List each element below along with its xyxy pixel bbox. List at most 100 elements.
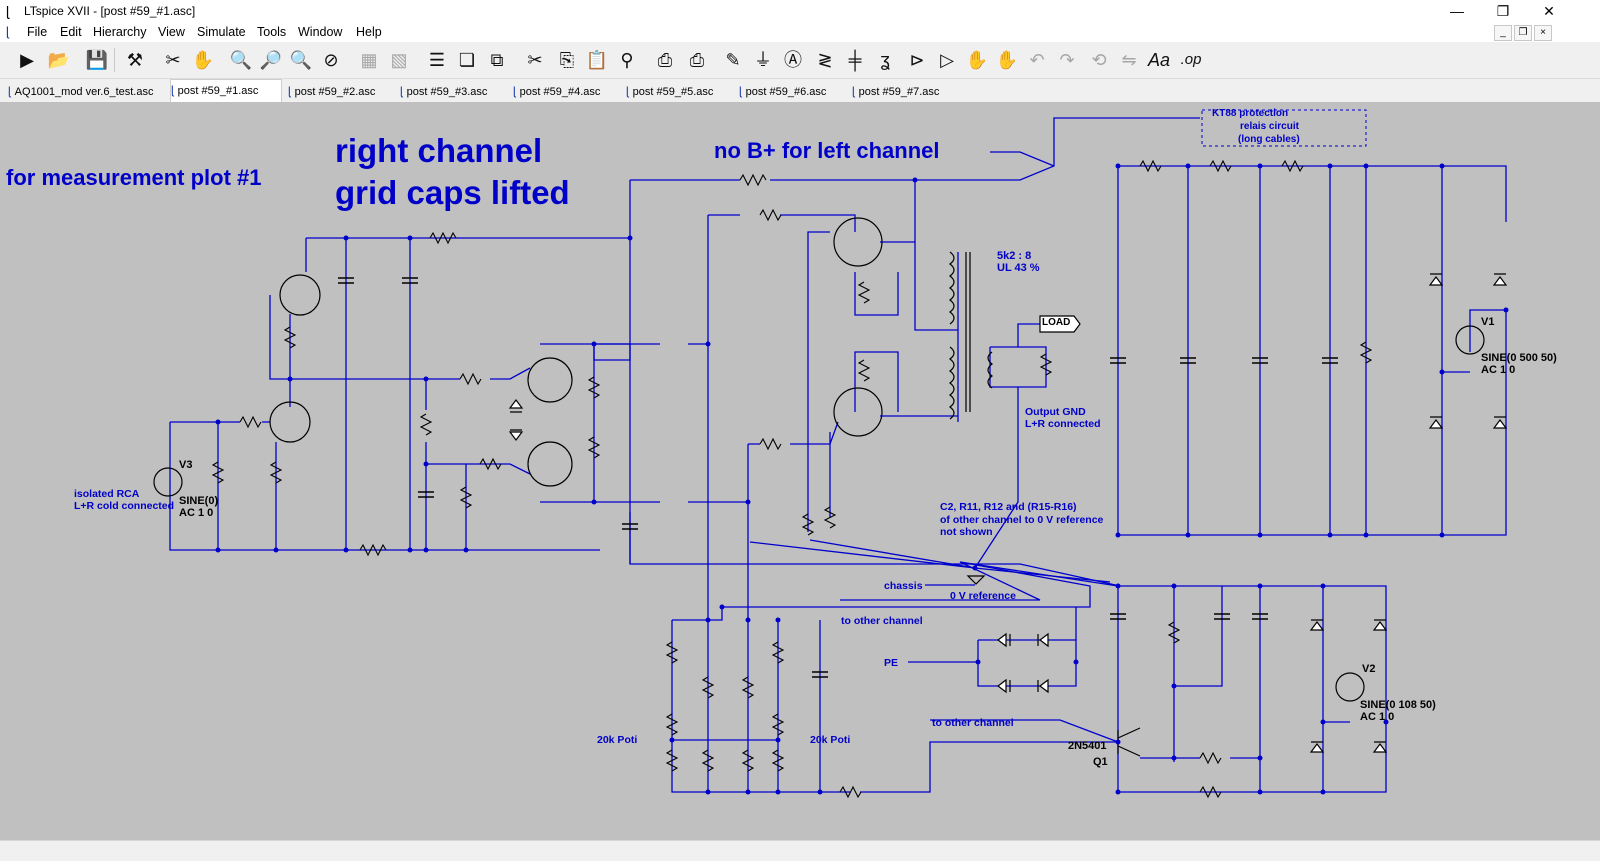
output-gnd-line1: Output GND [1025,406,1086,418]
menu-tools[interactable]: Tools [257,25,287,39]
menu-edit[interactable]: Edit [60,25,82,39]
zero-v-reference-label: 0 V reference [950,590,1016,602]
not-shown-line2: of other channel to 0 V reference [940,514,1104,526]
schematic-icon: ɭ [288,84,291,98]
resistor-icon[interactable]: ≷ [817,50,833,70]
find-icon[interactable]: ⚲ [620,50,634,70]
toolbar-separator [114,48,115,72]
paste-icon[interactable]: 📋 [585,50,609,70]
close-button[interactable]: ✕ [1543,3,1555,19]
q1-name: Q1 [1093,756,1108,768]
kt88-note-line2: relais circuit [1240,121,1299,132]
toolbar: ▶ 📂 💾 ⚒ ✂ ✋ 🔍 🔎 🔍 ⊘ ▦ ▧ ☰ ❏ ⧉ ✂ ⎘ 📋 ⚲ ⎙ … [0,42,1600,79]
redo-icon[interactable]: ↷ [1059,50,1075,70]
v2-ac: AC 1 0 [1360,711,1395,723]
output-gnd-line2: L+R connected [1025,418,1101,430]
v3-name: V3 [179,459,193,471]
kt88-note-line3: (long cables) [1238,134,1300,145]
tab-label: post #59_#6.asc [745,86,827,98]
cut-icon[interactable]: ✂ [527,50,543,70]
transformer-ratio: 5k2 : 8 [997,250,1032,262]
menu-view[interactable]: View [158,25,185,39]
schematic-canvas[interactable]: right channel grid caps lifted for measu… [0,102,1600,840]
poti-right-label: 20k Poti [810,734,851,746]
tab-label: post #59_#3.asc [406,86,488,98]
ground-icon[interactable]: ⏚ [754,50,772,70]
cascade-icon[interactable]: ❏ [458,50,476,70]
menu-window[interactable]: Window [298,25,343,39]
mirror-icon[interactable]: ⇋ [1121,50,1137,70]
menu-hierarchy[interactable]: Hierarchy [93,25,147,39]
poti-left-label: 20k Poti [597,734,638,746]
v3-value: SINE(0) [179,495,219,507]
zoom-area-icon[interactable]: 🔎 [259,50,283,70]
autorange-icon[interactable]: ▧ [390,50,408,70]
drag-icon[interactable]: ✋ [995,50,1019,70]
document-icon[interactable]: ɭ [6,24,9,39]
menu-help[interactable]: Help [356,25,382,39]
open-icon[interactable]: 📂 [47,50,71,70]
zoom-in-icon[interactable]: 🔍 [229,50,253,70]
schematic-icon: ɭ [8,84,11,98]
capacitor-icon[interactable]: ╪ [848,50,862,70]
window-title: LTspice XVII - [post #59_#1.asc] [24,4,196,18]
text-icon[interactable]: Aa [1147,50,1171,70]
run-icon[interactable]: ▶ [20,50,34,70]
to-other-channel-label: to other channel [841,615,923,627]
tab-label: post #59_#1.asc [177,85,259,97]
print-icon[interactable]: ⎙ [657,50,673,70]
copy-icon[interactable]: ⎘ [559,50,575,70]
tab-label: post #59_#2.asc [294,86,376,98]
transformer-ul: UL 43 % [997,262,1040,274]
control-panel-icon[interactable]: ⚒ [126,50,144,70]
isolated-rca-line2: L+R cold connected [74,500,175,512]
heading-grid-caps: grid caps lifted [335,174,570,211]
mdi-restore-button[interactable]: ❐ [1514,25,1532,41]
save-icon[interactable]: 💾 [85,50,109,70]
mdi-minimize-button[interactable]: _ [1494,25,1512,41]
inductor-icon[interactable]: ʓ [880,50,890,70]
zoom-out-icon[interactable]: 🔍 [289,50,313,70]
schematic-wires [153,109,1509,799]
tile-icon[interactable]: ☰ [428,50,446,70]
minimize-button[interactable]: — [1450,3,1464,19]
v1-name: V1 [1481,316,1495,328]
rotate-icon[interactable]: ⟲ [1091,50,1107,70]
menu-simulate[interactable]: Simulate [197,25,246,39]
mdi-close-button[interactable]: × [1534,25,1552,41]
spice-directive-icon[interactable]: .op [1180,51,1202,68]
schematic-icon: ɭ [739,84,742,98]
restore-button[interactable]: ❐ [1496,3,1510,19]
kt88-note-line1: KT88 protection [1212,108,1289,119]
halt-icon[interactable]: ✂ [165,50,181,70]
zoom-fit-icon[interactable]: ⊘ [323,50,339,70]
diode-icon[interactable]: ⊳ [909,50,925,70]
tab-label: post #59_#4.asc [519,86,601,98]
ltspice-app-icon: ɭ [6,3,10,19]
print-preview-icon[interactable]: ⎙ [689,50,705,70]
grid-icon[interactable]: ▦ [360,50,378,70]
v2-name: V2 [1362,663,1376,675]
label-icon[interactable]: Ⓐ [784,50,802,70]
move-icon[interactable]: ✋ [965,50,989,70]
wire-icon[interactable]: ✎ [725,50,741,70]
schematic-icon: ɭ [400,84,403,98]
pan-icon[interactable]: ✋ [191,50,215,70]
menu-file[interactable]: File [27,25,48,39]
v2-value: SINE(0 108 50) [1360,699,1436,711]
load-label: LOAD [1042,317,1071,328]
tab-label: post #59_#5.asc [632,86,714,98]
close-windows-icon[interactable]: ⧉ [490,50,504,70]
undo-icon[interactable]: ↶ [1029,50,1045,70]
component-icon[interactable]: ▷ [940,50,954,70]
title-bar: ɭ LTspice XVII - [post #59_#1.asc] — ❐ ✕ [0,0,1600,23]
